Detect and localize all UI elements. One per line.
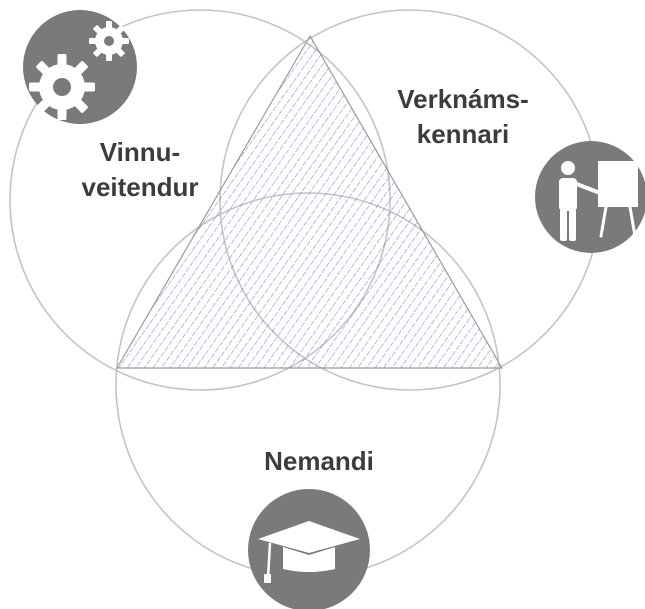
employer-label-line2: veitendur bbox=[81, 172, 198, 202]
employer-label-line1: Vinnu- bbox=[100, 137, 180, 167]
teacher-label-line1: Verknáms- bbox=[397, 84, 529, 114]
student-label: Nemandi bbox=[264, 446, 374, 476]
teacher-label-line2: kennari bbox=[417, 119, 510, 149]
gears-icon bbox=[23, 10, 137, 124]
teacher-at-board-icon bbox=[535, 141, 645, 253]
graduation-cap-icon bbox=[248, 489, 370, 609]
shared-triangle bbox=[115, 34, 504, 369]
